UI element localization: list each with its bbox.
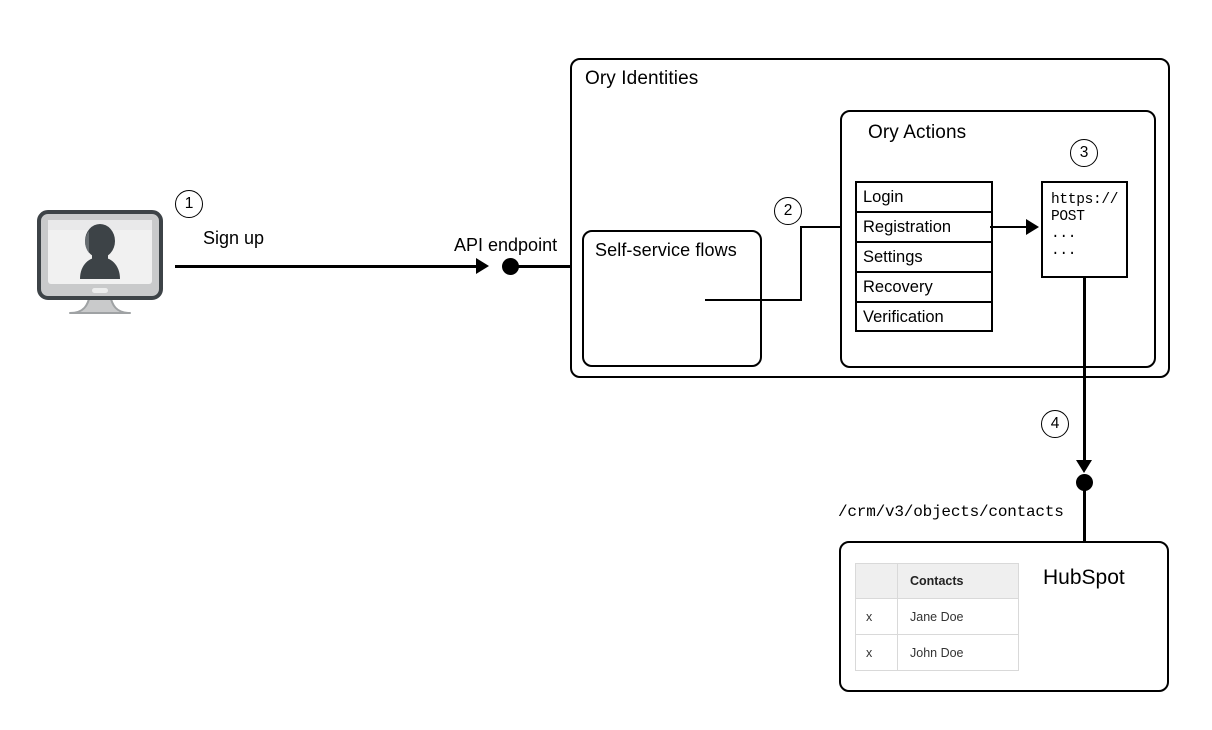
api-endpoint-label: API endpoint (454, 235, 558, 255)
hubspot-endpoint-connector (1083, 482, 1086, 542)
flow-item-login[interactable]: Login (857, 183, 991, 213)
table-header-row: Contacts (855, 563, 1019, 599)
crm-api-path-label: /crm/v3/objects/contacts (838, 503, 1064, 521)
table-cell-mark: x (855, 634, 898, 671)
webhook-line-3: ... (1051, 226, 1077, 242)
step-badge-2: 2 (774, 197, 802, 225)
flow-item-settings[interactable]: Settings (857, 243, 991, 273)
hubspot-title: HubSpot (1043, 566, 1125, 589)
table-cell-name: Jane Doe (897, 598, 1019, 635)
registration-to-webhook-arrow (1026, 219, 1039, 235)
contacts-table: Contacts x Jane Doe x John Doe (855, 563, 1019, 671)
flow-item-registration[interactable]: Registration (857, 213, 991, 243)
flow-item-recovery[interactable]: Recovery (857, 273, 991, 303)
signup-label: Sign up (203, 228, 265, 248)
step-badge-1: 1 (175, 190, 203, 218)
webhook-line-4: ... (1051, 243, 1077, 259)
flow-list: Login Registration Settings Recovery Ver… (855, 181, 993, 332)
webhook-line-1: https:// (1051, 192, 1119, 208)
ory-actions-title: Ory Actions (868, 122, 967, 143)
step2-connector-v (800, 226, 802, 301)
table-row[interactable]: x Jane Doe (855, 598, 1019, 635)
step2-connector-h2 (800, 226, 855, 228)
api-endpoint-dot (502, 258, 519, 275)
webhook-to-hubspot-line (1083, 278, 1086, 464)
table-cell-mark: x (855, 598, 898, 635)
flow-item-verification[interactable]: Verification (863, 308, 944, 326)
webhook-to-hubspot-arrow (1076, 460, 1092, 473)
webhook-line-2: POST (1051, 209, 1085, 225)
table-header-blank (855, 563, 898, 599)
table-cell-name: John Doe (897, 634, 1019, 671)
registration-to-webhook-line (990, 226, 1033, 228)
webhook-code-box: https:// POST ... ... (1041, 181, 1128, 278)
step2-connector-h1 (705, 299, 802, 301)
self-service-flows-box (582, 230, 762, 367)
signup-arrow-line (175, 265, 478, 268)
table-row[interactable]: x John Doe (855, 634, 1019, 671)
ory-identities-title: Ory Identities (585, 68, 699, 89)
user-monitor-icon (36, 209, 164, 321)
self-service-flows-title: Self-service flows (595, 240, 737, 260)
step-badge-4: 4 (1041, 410, 1069, 438)
table-header-contacts: Contacts (897, 563, 1019, 599)
step-badge-3: 3 (1070, 139, 1098, 167)
signup-arrow-head (476, 258, 489, 274)
api-endpoint-connector (510, 265, 572, 268)
